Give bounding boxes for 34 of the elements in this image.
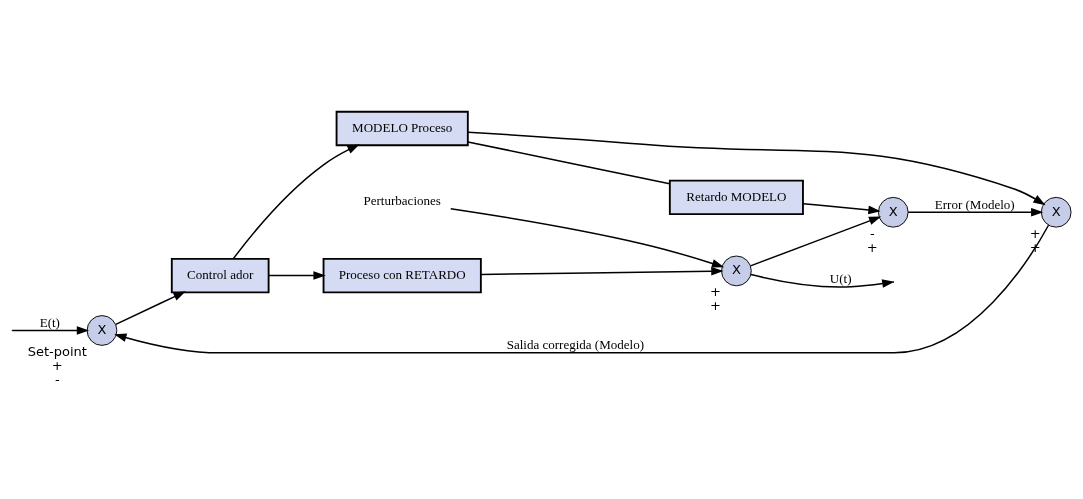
node-box: Retardo MODELO: [668, 179, 804, 216]
arrow: [480, 266, 724, 276]
node-label: +: [710, 298, 721, 314]
arrow: [232, 144, 360, 260]
edge-label: U(t): [829, 271, 852, 287]
node-label: +: [1029, 225, 1041, 241]
node-label: Set-point: [27, 343, 87, 359]
node-label: +: [866, 239, 878, 255]
node-circle: X: [877, 196, 909, 228]
edge-label: Error (Modelo): [934, 196, 1015, 212]
node-circle: X: [86, 315, 118, 346]
arrow: [750, 273, 895, 288]
arrow: [467, 131, 1046, 206]
edge-label: E(t): [39, 314, 60, 330]
arrow: [11, 326, 90, 335]
arrow: [749, 216, 882, 267]
arrow: [115, 291, 186, 326]
node-label: +: [710, 284, 721, 300]
node-label: +: [51, 357, 63, 373]
arrow: [267, 271, 326, 280]
node-box: Proceso con RETARDO: [322, 257, 482, 294]
edge-label: Salida corregida (Modelo): [506, 337, 645, 353]
node-box: Control ador: [170, 257, 270, 294]
arrow: [114, 224, 1050, 354]
connector: [467, 141, 671, 185]
node-label: -: [54, 371, 60, 387]
node-box: MODELO Proceso: [335, 110, 469, 147]
node-label: -: [869, 225, 875, 241]
arrow: [907, 207, 1044, 217]
arrow: [450, 208, 725, 268]
arrow: [802, 202, 881, 215]
node-circle: X: [721, 255, 752, 287]
node-text: Perturbaciones: [363, 193, 441, 209]
node-circle: X: [1040, 196, 1072, 228]
